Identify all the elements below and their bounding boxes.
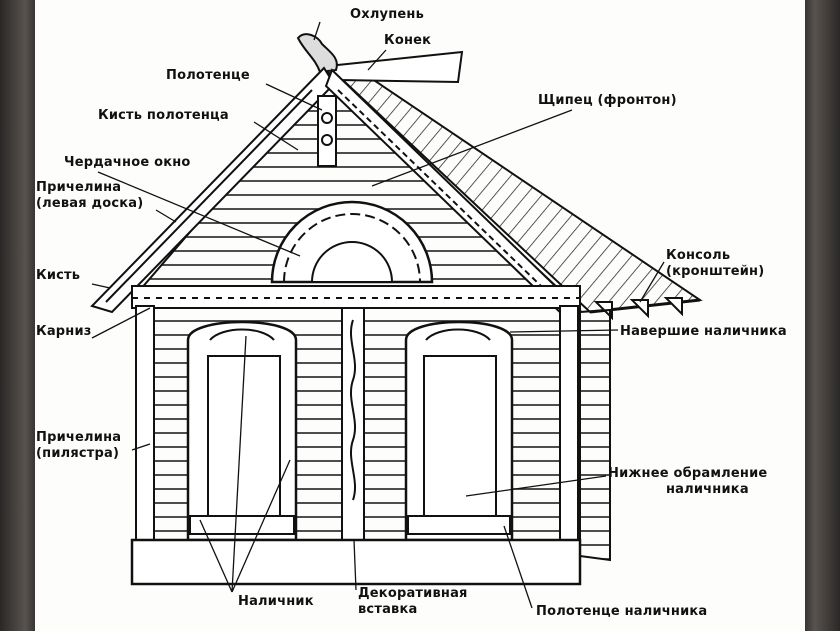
label-kist-polotentsa: Кисть полотенца: [98, 108, 229, 123]
label-kist: Кисть: [36, 268, 81, 283]
label-navershie: Навершие наличника: [620, 324, 787, 339]
label-nizhnee-1: Нижнее обрамление: [608, 466, 768, 481]
decorative-insert-board: [341, 307, 365, 543]
label-okhlupen: Охлупень: [350, 7, 425, 22]
window-left: [186, 320, 298, 542]
label-dekor-1: Декоративная: [358, 586, 468, 601]
label-prichelina-pilyastra-2: (пилястра): [36, 446, 120, 461]
pilaster-right: [559, 305, 579, 547]
label-dekor-2: вставка: [358, 602, 418, 617]
label-prichelina-left-2: (левая доска): [36, 196, 144, 211]
label-nalichnik: Наличник: [238, 594, 314, 609]
ridge: [326, 50, 464, 84]
label-konsol-2: (кронштейн): [666, 264, 765, 279]
label-cherdachnoe-okno: Чердачное окно: [64, 155, 191, 170]
label-nizhnee-2: наличника: [666, 482, 749, 497]
polotentse-board: [317, 95, 337, 167]
label-polotentse: Полотенце: [166, 68, 250, 83]
label-prichelina-pilyastra-1: Причелина: [36, 430, 122, 445]
window-right: [404, 320, 514, 542]
label-karniz: Карниз: [36, 324, 92, 339]
okhlupen-ornament: [296, 33, 338, 74]
side-wall: [579, 308, 611, 562]
label-shchipets: Щипец (фронтон): [538, 93, 677, 108]
label-konek: Конек: [384, 33, 432, 48]
pilaster-left: [135, 305, 155, 543]
cornice: [131, 285, 581, 309]
label-prichelina-left-1: Причелина: [36, 180, 122, 195]
leader-lines: [91, 21, 665, 609]
label-polotentse-nalichnika: Полотенце наличника: [536, 604, 708, 619]
label-konsol-1: Консоль: [666, 248, 731, 263]
